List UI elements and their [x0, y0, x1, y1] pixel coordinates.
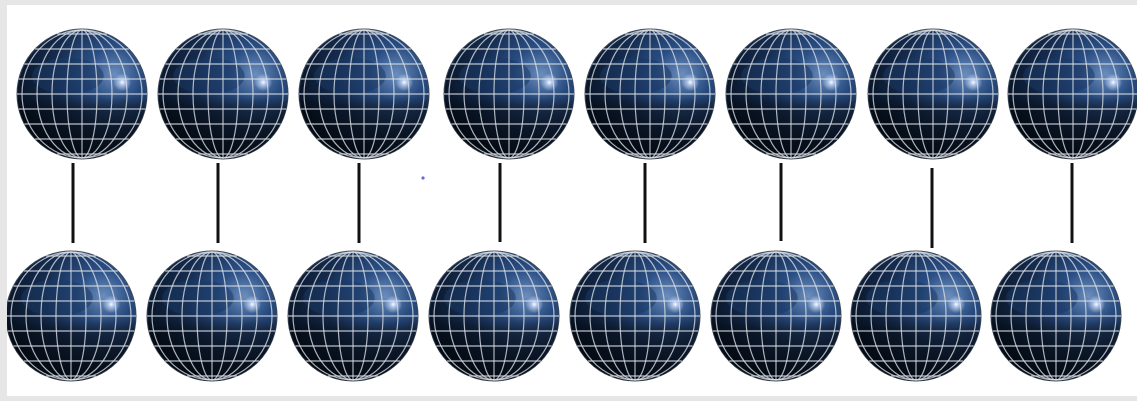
globe-icon-top-6 [726, 29, 856, 159]
bond-layer [73, 163, 1072, 248]
globe-icon-bottom-5 [570, 251, 700, 381]
globe-icon-top-1 [17, 29, 147, 159]
globe-icon-top-4 [444, 29, 574, 159]
sphere-layer [7, 29, 1137, 381]
globe-icon-bottom-2 [147, 251, 277, 381]
globe-icon-top-7 [868, 29, 998, 159]
globe-icon-top-8 [1008, 29, 1137, 159]
globe-icon-top-2 [158, 29, 288, 159]
globe-icon-bottom-1 [7, 251, 136, 381]
globe-icon-bottom-3 [288, 251, 418, 381]
globe-icon-bottom-8 [991, 251, 1121, 381]
globe-icon-top-3 [299, 29, 429, 159]
globe-icon-bottom-6 [711, 251, 841, 381]
globe-icon-bottom-4 [429, 251, 559, 381]
diagram-canvas [7, 5, 1137, 396]
stray-dot [421, 176, 424, 179]
globe-icon-bottom-7 [851, 251, 981, 381]
sphere-lattice-diagram [7, 5, 1137, 396]
globe-icon-top-5 [585, 29, 715, 159]
